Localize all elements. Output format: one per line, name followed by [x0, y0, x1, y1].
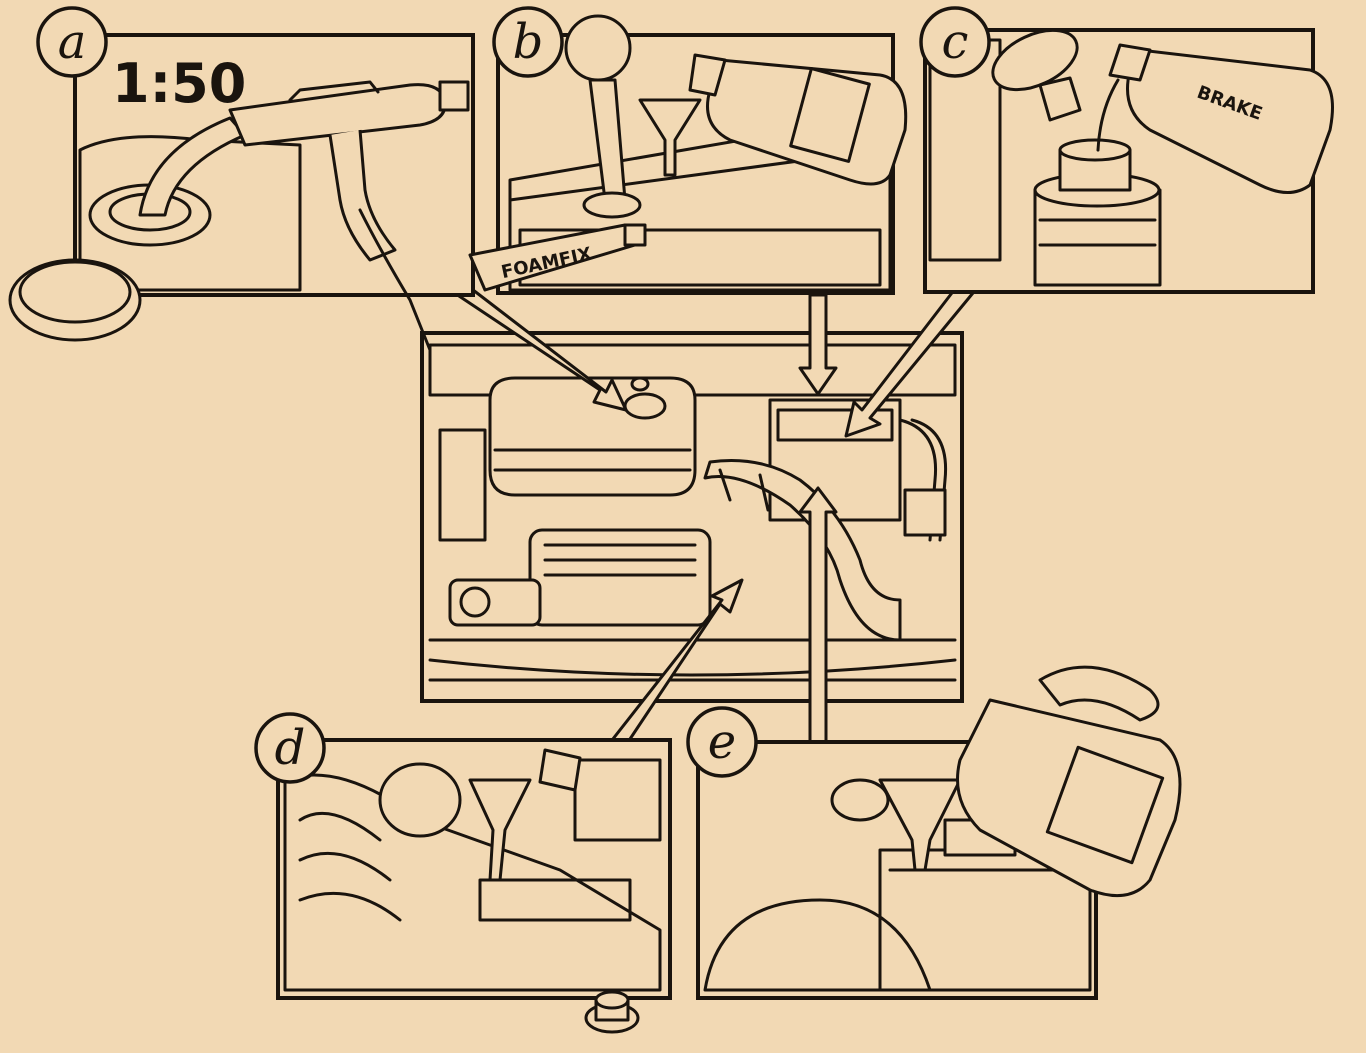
water-jug	[956, 665, 1182, 898]
center-engine-panel	[420, 268, 984, 768]
label-b: b	[492, 6, 564, 78]
drain-plug	[584, 990, 640, 1034]
reservoir-cap	[991, 28, 1082, 122]
sealant-tube: FOAMFIX	[468, 223, 647, 292]
funnel-e	[830, 778, 962, 872]
panel-e: e	[686, 665, 1182, 1000]
panel-b: FOAMFIX b	[468, 6, 908, 295]
fuel-cap	[8, 258, 142, 342]
label-a: a	[36, 6, 108, 78]
label-a-text: a	[58, 14, 87, 70]
panel-d: d	[254, 712, 672, 1034]
funnel-d	[378, 762, 532, 882]
fuel-nozzle	[138, 80, 470, 352]
label-d: d	[254, 712, 326, 784]
label-e: e	[686, 706, 758, 778]
label-c-text: c	[942, 14, 969, 70]
label-b-text: b	[513, 14, 544, 70]
arrow-b	[798, 293, 838, 396]
intake-hose	[703, 458, 902, 642]
fluid-bottle-c: BRAKE	[1096, 43, 1334, 194]
mix-ratio-text: 1:50	[112, 52, 246, 115]
funnel-b	[638, 98, 702, 177]
gear-lever	[564, 14, 642, 219]
panel-c: BRAKE c	[919, 6, 1334, 294]
arrow-c	[844, 270, 984, 438]
label-e-text: e	[708, 714, 736, 770]
brake-reservoir	[1033, 138, 1162, 287]
oil-bottle-d	[538, 748, 662, 842]
label-d-text: d	[275, 720, 306, 776]
arrow-e	[798, 486, 838, 754]
fuel-tank	[488, 376, 697, 497]
label-c: c	[919, 6, 991, 78]
panel-a: 1:50 a	[8, 6, 475, 352]
oil-bottle-b	[688, 53, 908, 186]
